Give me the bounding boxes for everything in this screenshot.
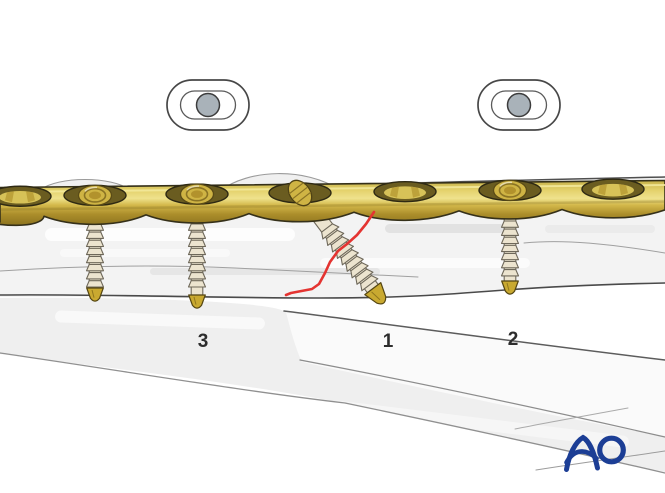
screw-number-labels: 3 1 2	[198, 329, 519, 352]
screw	[500, 204, 520, 295]
fracture-line-path	[284, 210, 376, 297]
plate-hole-top-view-icon	[166, 79, 250, 131]
ao-logo-icon: AO	[564, 434, 626, 472]
screw	[187, 204, 207, 309]
plate-hole-top-view-icon	[477, 79, 561, 131]
plate-hole-top-view-icons	[166, 79, 561, 131]
label-screw-left: 3	[198, 331, 209, 352]
label-screw-oblique: 1	[383, 331, 394, 352]
screw	[85, 204, 105, 302]
compression-plate	[0, 178, 665, 227]
fracture-line	[284, 210, 376, 297]
screw-head-oblique	[287, 179, 313, 207]
label-screw-right: 2	[508, 329, 519, 350]
